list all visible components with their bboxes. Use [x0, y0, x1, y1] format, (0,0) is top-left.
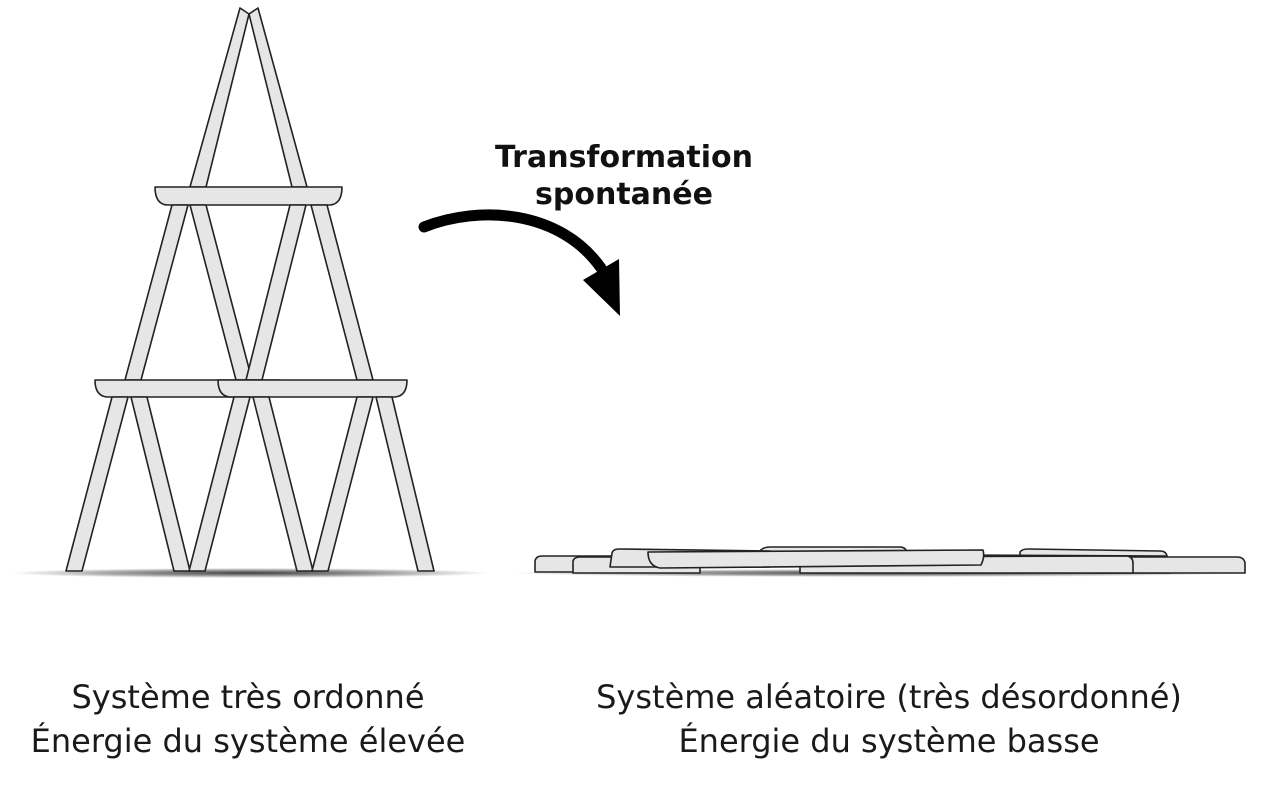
tower-ground-shadow [10, 568, 490, 578]
transformation-arrow [418, 209, 620, 316]
arrow-shaft [418, 209, 607, 274]
card [188, 396, 251, 572]
card [189, 7, 250, 188]
card [65, 396, 129, 572]
left-caption-line2: Énergie du système élevée [31, 722, 466, 760]
card [311, 396, 374, 572]
card [154, 186, 343, 206]
right-caption-line1: Système aléatoire (très désordonné) [596, 678, 1182, 716]
card [130, 396, 191, 572]
card [252, 396, 314, 572]
collapsed-card-pile [534, 546, 1246, 574]
card [310, 204, 374, 381]
arrow-label-line2: spontanée [535, 177, 713, 212]
card [189, 204, 253, 381]
left-caption-line1: Système très ordonné [71, 678, 424, 716]
house-of-cards [65, 7, 435, 572]
card [248, 7, 308, 188]
card [245, 204, 307, 381]
arrow-label-line1: Transformation [495, 140, 753, 175]
right-caption-line2: Énergie du système basse [678, 722, 1099, 760]
card [375, 396, 435, 572]
arrow-head-icon [583, 259, 620, 316]
card [124, 204, 189, 381]
card [647, 549, 985, 569]
card [217, 379, 408, 398]
